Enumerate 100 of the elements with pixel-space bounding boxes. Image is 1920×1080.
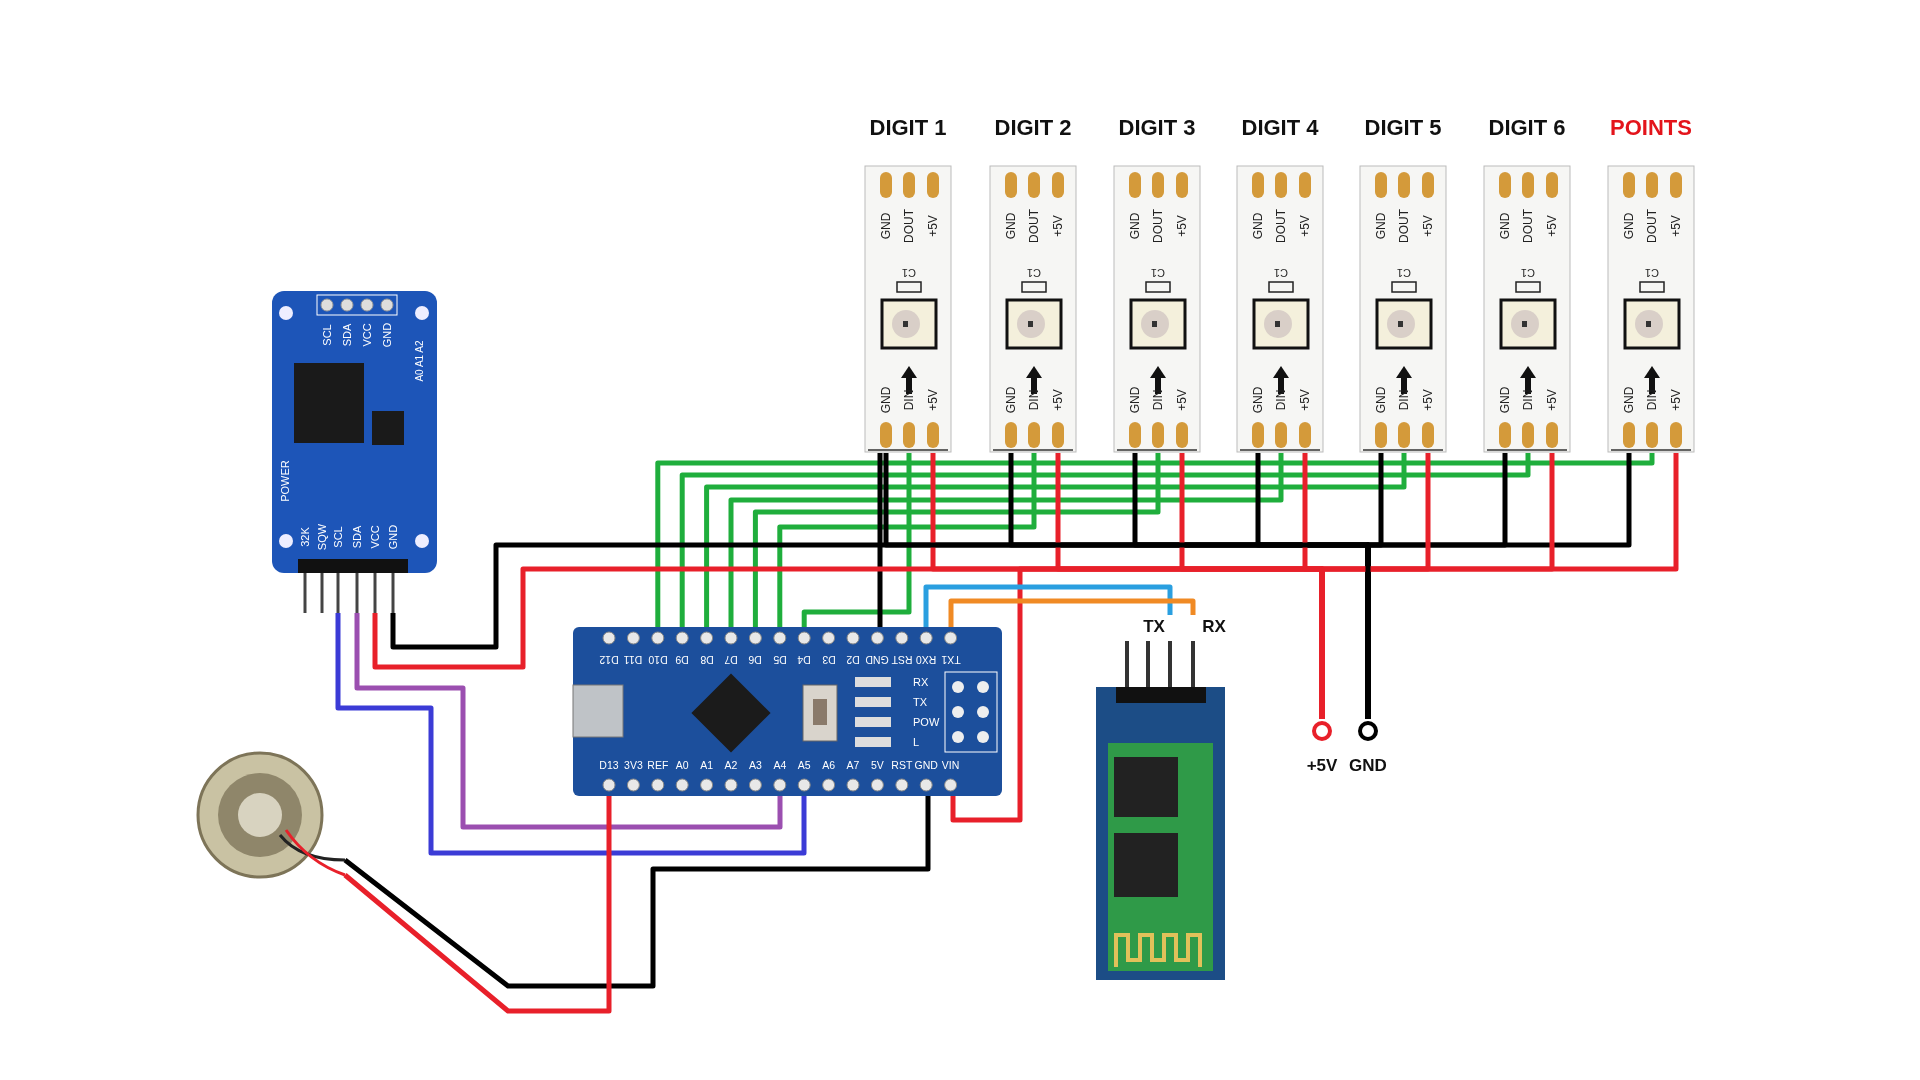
wire <box>354 613 783 830</box>
pin-label: GND <box>1005 212 1017 240</box>
pin-label: REF <box>647 759 669 771</box>
pin-label: A1 <box>700 759 713 771</box>
pin-label: DOUT <box>1646 209 1658 243</box>
board-label: POWER <box>279 460 291 502</box>
pin-label: +5V <box>1299 389 1311 411</box>
indicator-label: L <box>913 736 920 748</box>
strip-heading: DIGIT 2 <box>994 117 1072 139</box>
pin-label: DOUT <box>1522 209 1534 243</box>
pin-label: +5V <box>1546 215 1558 237</box>
pin-label: VCC <box>361 323 373 347</box>
pin-label: GND <box>1129 212 1141 240</box>
pin-label: A3 <box>748 759 762 771</box>
wire <box>923 584 1173 627</box>
wire <box>777 453 1037 627</box>
pin-label: GND <box>1623 386 1635 414</box>
pin-label: DOUT <box>1398 209 1410 243</box>
wire <box>950 566 1325 823</box>
pin-label: SQW <box>316 523 328 551</box>
pin-label: +5V <box>1052 389 1064 411</box>
pin-label: SDA <box>341 323 353 347</box>
component-label: C1 <box>1273 266 1289 278</box>
pin-label: A6 <box>822 759 835 771</box>
pin-label: DOUT <box>1028 209 1040 243</box>
pin-label: A2 <box>724 759 738 771</box>
wire <box>343 796 931 989</box>
terminal-label: GND <box>1349 756 1387 774</box>
pin-label: GND <box>1252 212 1264 240</box>
pin-label: D11 <box>624 654 643 666</box>
wire <box>704 453 1407 627</box>
terminal-label: +5V <box>1306 756 1338 774</box>
pin-label: +5V <box>1176 215 1188 237</box>
pin-label: +5V <box>927 389 939 411</box>
pin-label: D7 <box>724 654 738 666</box>
strip-heading: DIGIT 3 <box>1118 117 1196 139</box>
pin-label: GND <box>1499 212 1511 240</box>
pin-label: GND <box>865 654 890 666</box>
wire <box>335 613 807 856</box>
pin-label: A5 <box>797 759 811 771</box>
pin-label: RST <box>891 654 913 666</box>
pin-label: +5V <box>1422 215 1434 237</box>
pin-label: A4 <box>773 759 787 771</box>
pin-label: +5V <box>1299 215 1311 237</box>
pin-label: D13 <box>599 759 619 771</box>
strip-heading: POINTS <box>1610 117 1692 139</box>
pin-label: +5V <box>1670 389 1682 411</box>
wire <box>948 598 1196 627</box>
pin-label: SCL <box>321 324 333 346</box>
wire <box>728 453 1284 627</box>
pin-label: +5V <box>1670 215 1682 237</box>
component-label: C1 <box>1026 266 1042 278</box>
component-label: C1 <box>1150 266 1166 278</box>
pin-label: GND <box>387 524 399 550</box>
indicator-label: RX <box>913 676 929 688</box>
component-label: C1 <box>901 266 917 278</box>
pin-label: 5V <box>870 759 884 771</box>
strip-heading: DIGIT 1 <box>869 117 947 139</box>
pin-label: D9 <box>675 654 689 666</box>
pin-label: +5V <box>927 215 939 237</box>
strip-heading: DIGIT 5 <box>1364 117 1442 139</box>
pin-label: DOUT <box>1152 209 1164 243</box>
pin-label: +5V <box>1176 389 1188 411</box>
pin-label: RX <box>1202 617 1226 635</box>
pin-label: +5V <box>1422 389 1434 411</box>
pin-label: D5 <box>773 654 787 666</box>
pin-label: VCC <box>369 525 381 549</box>
pin-label: GND <box>1499 386 1511 414</box>
wire <box>679 453 1531 627</box>
pin-label: DOUT <box>1275 209 1287 243</box>
pin-label: VIN <box>941 759 960 771</box>
pin-label: D8 <box>699 654 714 666</box>
pin-label: D10 <box>648 654 668 666</box>
pin-label: RX0 <box>915 654 937 666</box>
strip-heading: DIGIT 4 <box>1241 117 1319 139</box>
pin-label: D6 <box>748 654 763 666</box>
pin-label: TX1 <box>940 654 961 666</box>
strip-heading: DIGIT 6 <box>1488 117 1566 139</box>
indicator-label: POW <box>913 716 940 728</box>
wire <box>343 796 612 1014</box>
pin-label: D3 <box>821 654 836 666</box>
pin-label: GND <box>1375 386 1387 414</box>
pin-label: GND <box>1252 386 1264 414</box>
pin-label: GND <box>1005 386 1017 414</box>
pin-label: SCL <box>332 526 344 548</box>
wire <box>801 453 912 627</box>
pin-label: SDA <box>351 525 363 549</box>
wire <box>752 453 1161 627</box>
pin-label: GND <box>880 386 892 414</box>
pin-label: DOUT <box>903 209 915 243</box>
pin-label: A7 <box>846 759 860 771</box>
pin-label: D2 <box>846 654 860 666</box>
wire <box>390 542 1371 719</box>
pin-label: TX <box>1143 617 1165 635</box>
pin-label: A0 <box>675 759 689 771</box>
pin-label: GND <box>1375 212 1387 240</box>
pin-label: A0 A1 A2 <box>415 340 425 382</box>
pin-label: D4 <box>797 654 811 666</box>
pin-label: GND <box>381 322 393 348</box>
pin-label: GND <box>914 759 938 771</box>
